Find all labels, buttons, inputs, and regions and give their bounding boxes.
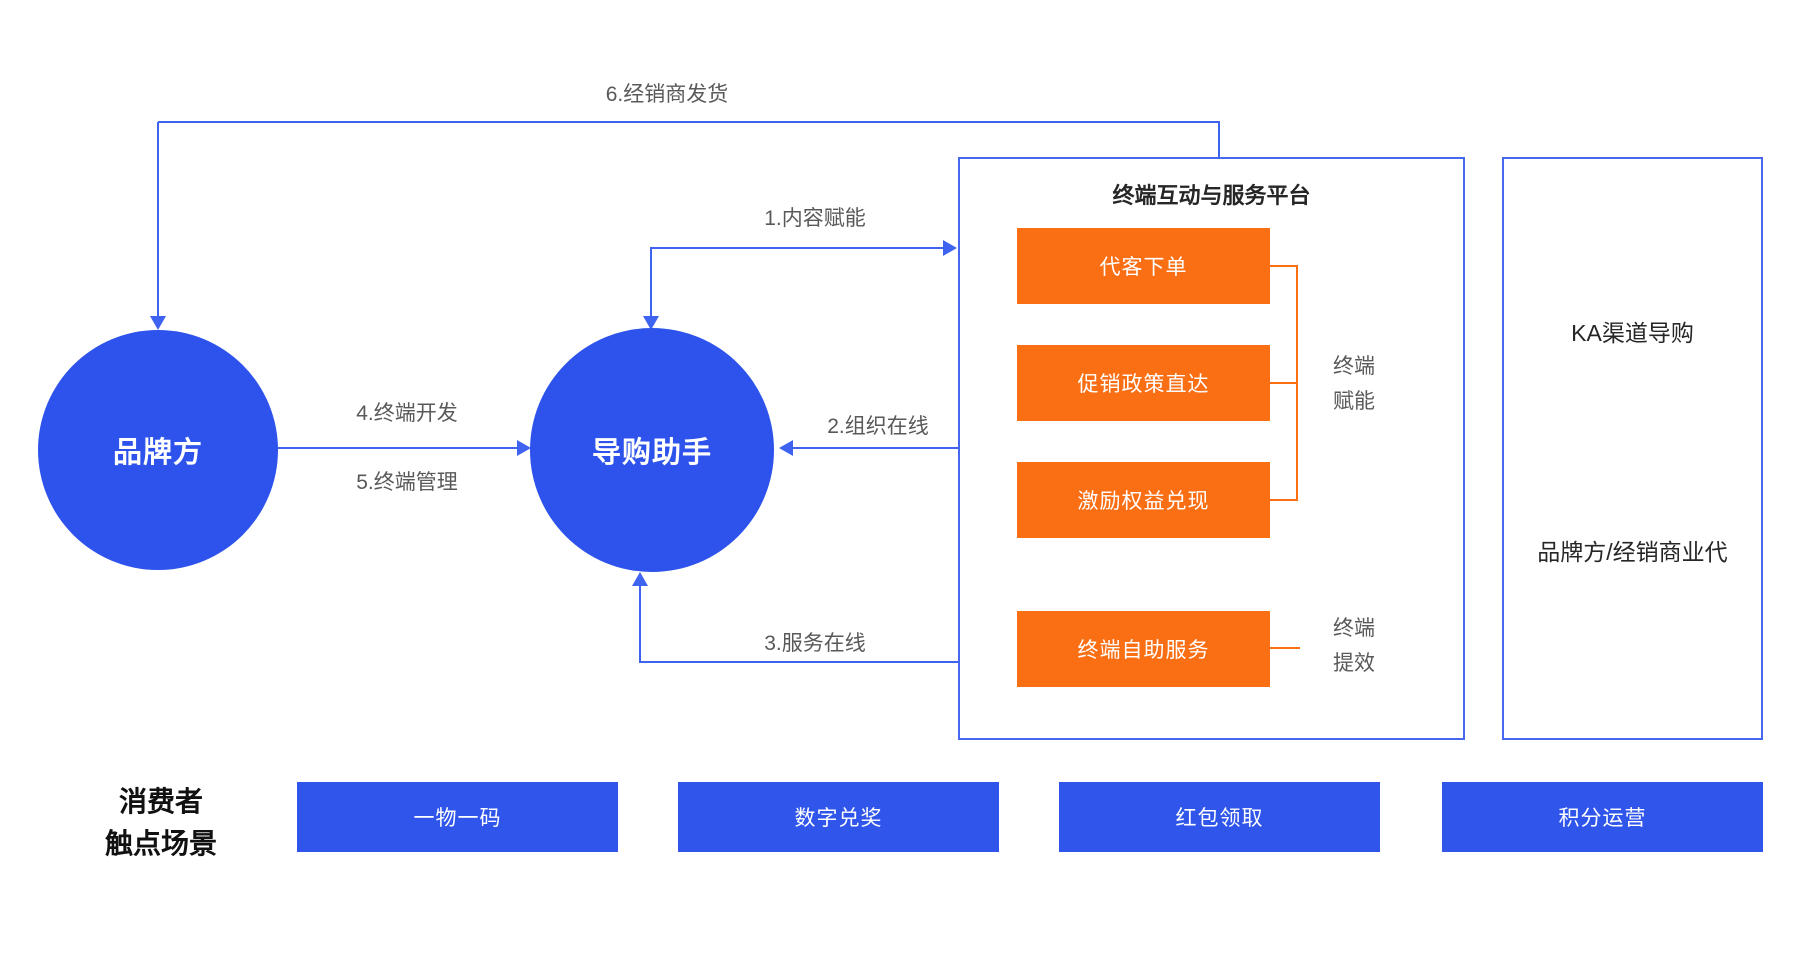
bracket-label-terminal-empower-line1: 终端 [1333, 355, 1375, 378]
guide-assistant-node-label: 导购助手 [591, 437, 712, 469]
consumer-touchpoint-label-line1: 消费者 [118, 786, 203, 817]
arrowhead-into-guide-right [779, 440, 793, 456]
connector-service-online [639, 585, 958, 663]
platform-module-promotion-policy: 促销政策直达 [1017, 345, 1270, 421]
platform-module-order-on-behalf: 代客下单 [1017, 228, 1270, 304]
consumer-touchpoint-label: 消费者 触点场景 [41, 781, 281, 865]
guide-assistant-node: 导购助手 [530, 328, 774, 572]
flow-label-content-enablement: 1.内容赋能 [764, 207, 866, 230]
platform-panel-title: 终端互动与服务平台 [1112, 183, 1311, 208]
flow-label-terminal-management: 5.终端管理 [356, 471, 458, 494]
consumer-touchpoint-label-line2: 触点场景 [104, 828, 217, 859]
arrowhead-into-brand-top [150, 316, 166, 330]
scene-box-one-item-one-code: 一物一码 [297, 782, 618, 852]
bracket-label-terminal-efficiency-line2: 提效 [1333, 652, 1375, 675]
brand-node-label: 品牌方 [112, 437, 203, 469]
arrowhead-into-guide-left [517, 440, 531, 456]
ka-channel-panel [1502, 157, 1763, 740]
scene-box-digital-prize: 数字兑奖 [678, 782, 999, 852]
bracket-label-terminal-efficiency: 终端 提效 [1333, 611, 1375, 681]
flow-label-terminal-development: 4.终端开发 [356, 402, 458, 425]
connector-dealer-shipping [158, 121, 1220, 157]
flow-label-organization-online: 2.组织在线 [827, 415, 929, 438]
platform-module-terminal-self-service: 终端自助服务 [1017, 611, 1270, 687]
bracket-label-terminal-empower-line2: 赋能 [1333, 390, 1375, 413]
flow-label-dealer-shipping: 6.经销商发货 [605, 83, 729, 106]
bracket-label-terminal-efficiency-line1: 终端 [1333, 617, 1375, 640]
bracket-label-terminal-empower: 终端 赋能 [1333, 349, 1375, 419]
flow-label-service-online: 3.服务在线 [764, 632, 866, 655]
ka-channel-top-label: KA渠道导购 [1571, 320, 1694, 346]
arrowhead-into-guide-bottom [632, 572, 648, 586]
ka-channel-bottom-label: 品牌方/经销商业代 [1537, 539, 1728, 565]
platform-panel [958, 157, 1465, 740]
arrowhead-into-platform [943, 240, 957, 256]
brand-node: 品牌方 [38, 330, 278, 570]
platform-module-incentive-redemption: 激励权益兑现 [1017, 462, 1270, 538]
connector-content-enablement [650, 247, 944, 316]
scene-box-points-operation: 积分运营 [1442, 782, 1763, 852]
arrowhead-into-guide-top [643, 316, 659, 330]
scene-box-red-packet: 红包领取 [1059, 782, 1380, 852]
